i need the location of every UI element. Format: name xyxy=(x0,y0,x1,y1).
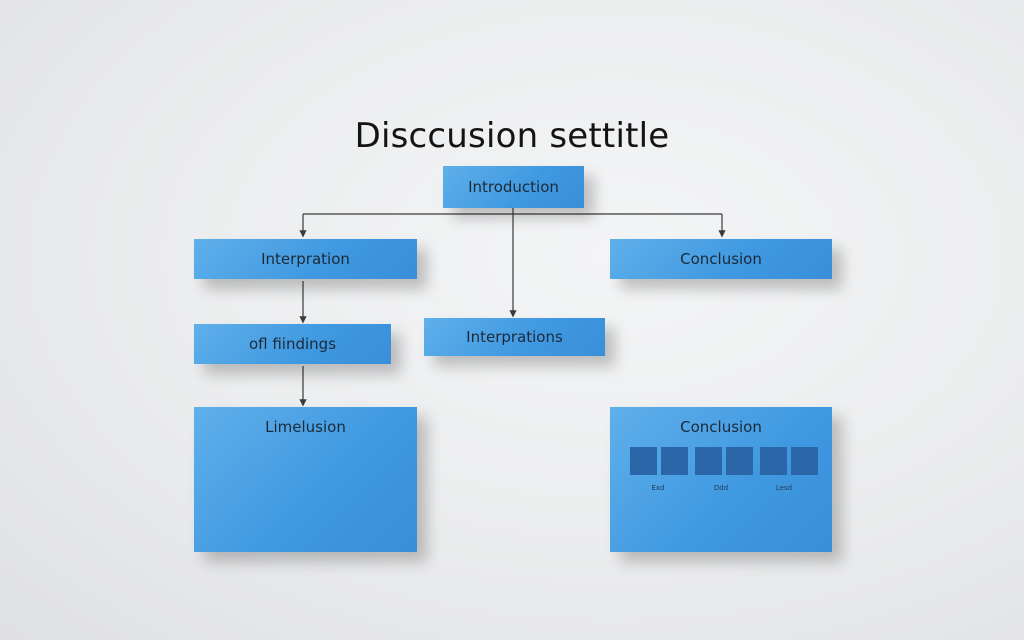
conclusion-cell-label: Ddd xyxy=(713,484,729,492)
conclusion-cell xyxy=(695,447,722,475)
conclusion-cell-row xyxy=(630,447,822,475)
node-interpration: Interpration xyxy=(194,239,417,279)
node-label: Interprations xyxy=(466,328,563,346)
conclusion-cell xyxy=(726,447,753,475)
node-label: Introduction xyxy=(468,178,559,196)
node-off-findings: ofl fiindings xyxy=(194,324,391,364)
conclusion-cell-label: Exd xyxy=(651,484,665,492)
node-conclusion-top: Conclusion xyxy=(610,239,832,279)
conclusion-cell xyxy=(791,447,818,475)
node-limelusion: Limelusion xyxy=(194,407,417,552)
node-label: Limelusion xyxy=(265,418,346,436)
conclusion-cell xyxy=(760,447,787,475)
diagram-title: Disccusion settitle xyxy=(354,116,670,156)
node-interprations: Interprations xyxy=(424,318,605,356)
node-introduction: Introduction xyxy=(443,166,584,208)
node-label: Conclusion xyxy=(680,418,762,436)
conclusion-cell xyxy=(630,447,657,475)
node-label: Interpration xyxy=(261,250,350,268)
node-conclusion-bottom: Conclusion Exd Ddd Lesd xyxy=(610,407,832,552)
node-label: ofl fiindings xyxy=(248,335,337,353)
conclusion-cell xyxy=(661,447,688,475)
node-label: Conclusion xyxy=(680,250,762,268)
conclusion-cell-label: Lesd xyxy=(775,484,793,492)
